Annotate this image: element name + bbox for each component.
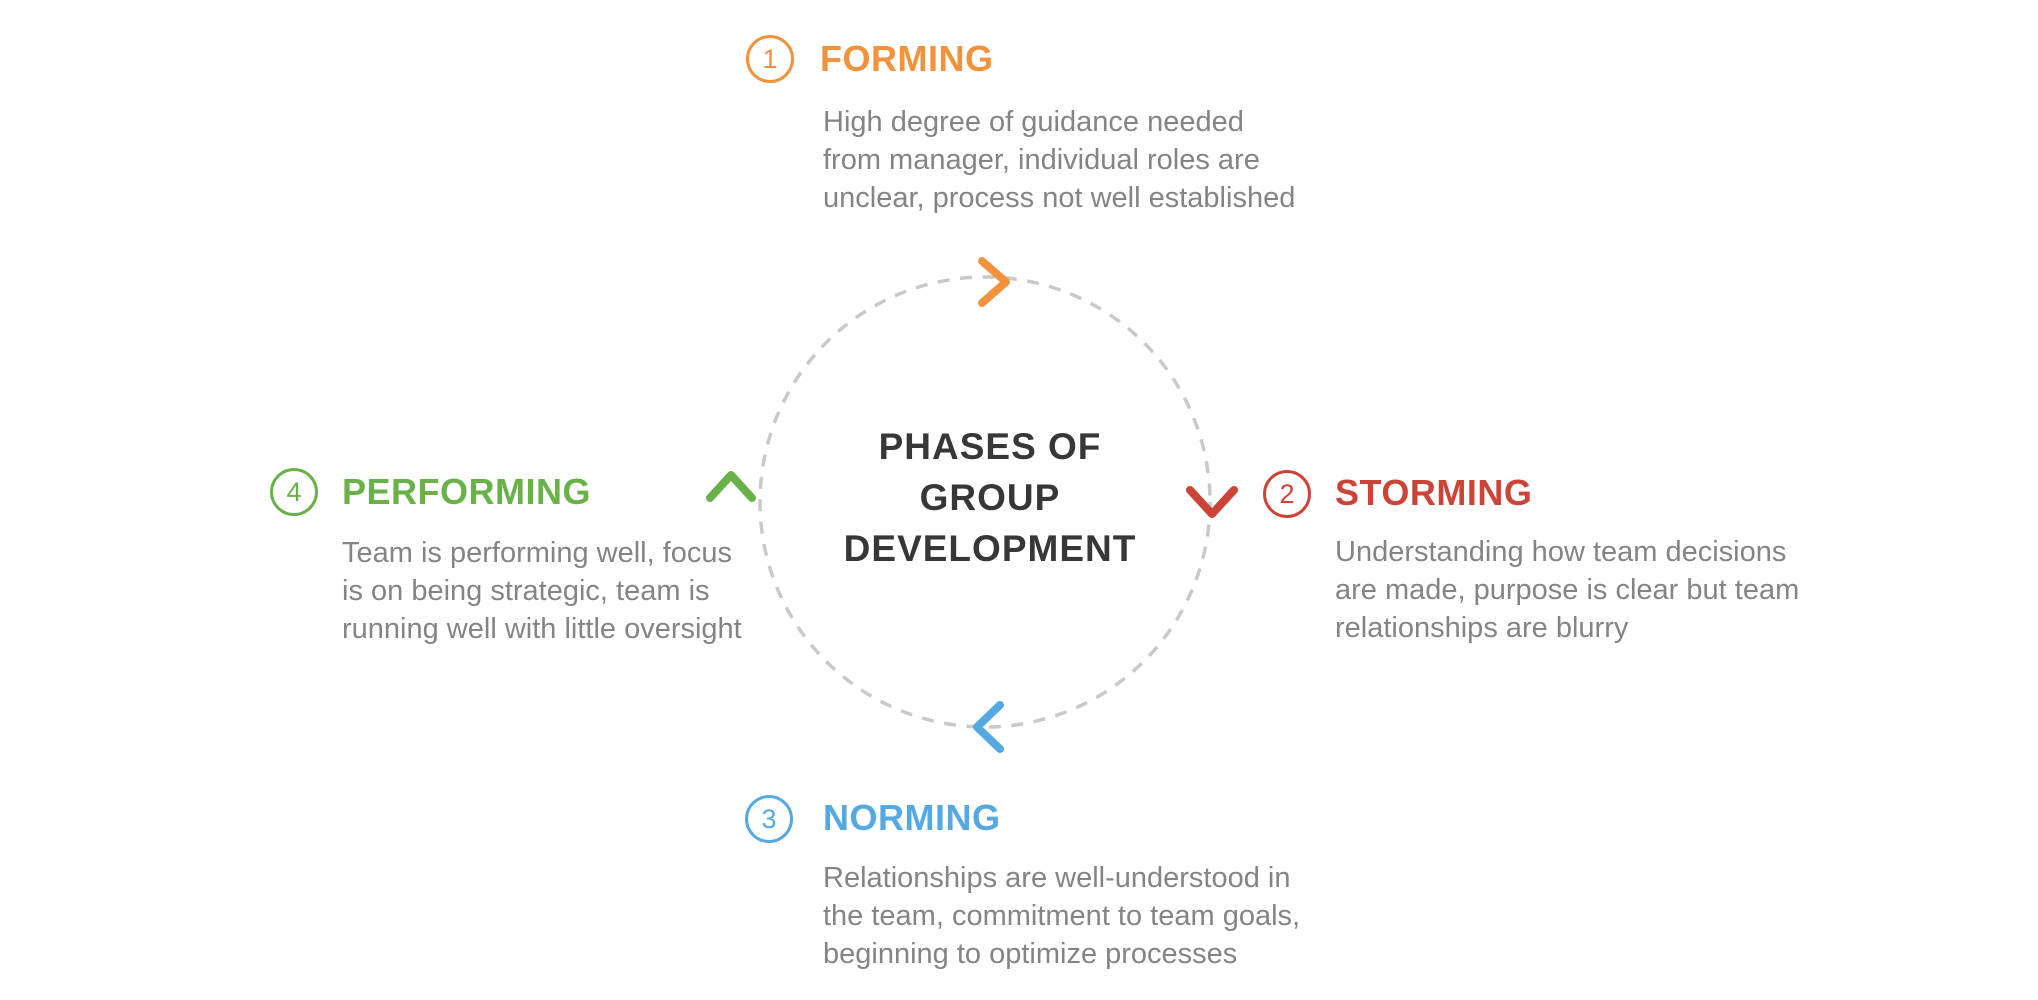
phase-norming-description: Relationships are well-understood in the… xyxy=(823,859,1300,973)
phase-performing-description: Team is performing well, focus is on bei… xyxy=(342,534,742,648)
performing-chevron-up-icon xyxy=(706,471,756,502)
forming-chevron-right-icon xyxy=(978,257,1010,307)
diagram-title-line: GROUP xyxy=(919,477,1061,518)
dashed-cycle-circle xyxy=(758,275,1212,729)
diagram-title: PHASES OF GROUP DEVELOPMENT xyxy=(844,421,1137,574)
norming-chevron-left-icon xyxy=(973,701,1004,753)
storming-chevron-down-icon xyxy=(1186,486,1238,518)
description-line: from manager, individual roles are xyxy=(823,144,1260,176)
diagram-title-line: DEVELOPMENT xyxy=(843,528,1137,569)
description-line: running well with little oversight xyxy=(342,613,742,645)
phase-performing-number-badge: 4 xyxy=(270,468,318,516)
description-line: Understanding how team decisions xyxy=(1335,536,1787,568)
description-line: High degree of guidance needed xyxy=(823,106,1244,138)
phase-forming-number-badge: 1 xyxy=(746,35,794,83)
description-line: the team, commitment to team goals, xyxy=(823,900,1301,932)
description-line: beginning to optimize processes xyxy=(823,938,1238,970)
phase-norming-number-badge: 3 xyxy=(745,795,793,843)
description-line: Relationships are well-understood in xyxy=(823,862,1291,894)
phase-storming-number-badge: 2 xyxy=(1263,470,1311,518)
phase-forming-description: High degree of guidance needed from mana… xyxy=(823,103,1295,217)
description-line: relationships are blurry xyxy=(1335,612,1629,644)
description-line: is on being strategic, team is xyxy=(342,575,710,607)
phase-forming-title: FORMING xyxy=(820,38,994,79)
phase-norming-title: NORMING xyxy=(823,797,1001,838)
description-line: are made, purpose is clear but team xyxy=(1335,574,1800,606)
diagram-title-line: PHASES OF xyxy=(878,426,1102,467)
description-line: Team is performing well, focus xyxy=(342,537,733,569)
description-line: unclear, process not well established xyxy=(823,182,1296,214)
phase-storming-title: STORMING xyxy=(1335,472,1533,513)
phase-storming-description: Understanding how team decisions are mad… xyxy=(1335,533,1799,647)
phase-performing-title: PERFORMING xyxy=(342,471,592,512)
